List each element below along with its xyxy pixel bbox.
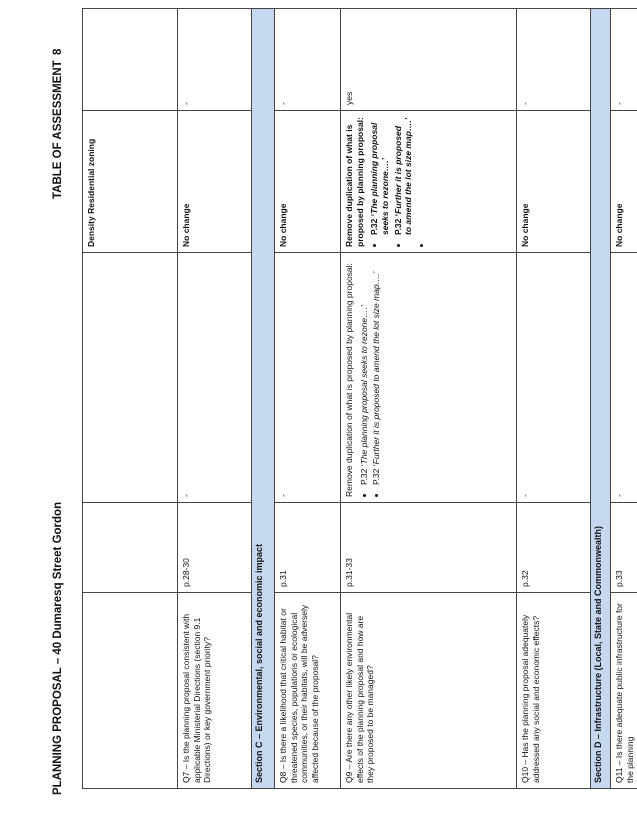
section-heading: Section C – Environmental, social and ec… — [251, 8, 275, 789]
list-item: P.32 ‘The planning proposal seeks to rez… — [369, 116, 390, 235]
change-cell: - — [177, 252, 252, 503]
section-heading: Section D – Infrastructure (Local, State… — [590, 8, 611, 789]
table-cell — [82, 8, 178, 111]
change-cell: - — [610, 252, 637, 503]
list-item: P.32 ‘The planning proposal seeks to rez… — [359, 258, 370, 485]
document-title: PLANNING PROPOSAL – 40 Dumaresq Street G… — [52, 501, 64, 795]
summary-list: P.32 ‘The planning proposal seeks to rez… — [369, 116, 426, 247]
table-row: Section C – Environmental, social and ec… — [251, 8, 275, 789]
table-row: Q10 – Has the planning proposal adequate… — [516, 8, 591, 789]
yes-cell: - — [610, 8, 637, 111]
table-row: Q8 – Is there a likelihood that critical… — [274, 8, 341, 789]
change-intro: Remove duplication of what is proposed b… — [344, 263, 354, 497]
page-cell: p.31-33 — [340, 502, 517, 593]
yes-cell: - — [516, 8, 591, 111]
change-cell: Remove duplication of what is proposed b… — [340, 252, 517, 503]
question-cell: Q7 – Is the planning proposal consistent… — [177, 592, 252, 789]
table-row: Q11 – Is there adequate public infrastru… — [610, 8, 637, 789]
question-cell: Q9 – Are there any other likely environm… — [340, 592, 517, 789]
table-cell — [82, 252, 178, 503]
page-cell: p.31 — [274, 502, 341, 593]
summary-cell: No change — [274, 110, 341, 253]
page-cell: p.28-30 — [177, 502, 252, 593]
page-cell: p.33 — [610, 502, 637, 593]
summary-cell: No change — [177, 110, 252, 253]
table-row: Section D – Infrastructure (Local, State… — [590, 8, 611, 789]
summary-cell: No change — [610, 110, 637, 253]
table-cell — [82, 502, 178, 593]
table-row: Q9 – Are there any other likely environm… — [340, 8, 517, 789]
table-row: Density Residential zoning — [82, 8, 178, 789]
list-item — [416, 116, 426, 235]
change-cell: - — [516, 252, 591, 503]
question-cell: Q11 – Is there adequate public infrastru… — [610, 592, 637, 789]
question-cell: Q10 – Has the planning proposal adequate… — [516, 592, 591, 789]
table-row: Q7 – Is the planning proposal consistent… — [177, 8, 252, 789]
summary-cell: Remove duplication of what is proposed b… — [340, 110, 517, 253]
question-cell: Q8 – Is there a likelihood that critical… — [274, 592, 341, 789]
page-cell: p.32 — [516, 502, 591, 593]
summary-cell: No change — [516, 110, 591, 253]
table-cell — [82, 592, 178, 789]
section-title: TABLE OF ASSESSMENT — [52, 60, 64, 199]
change-list: P.32 ‘The planning proposal seeks to rez… — [359, 258, 382, 497]
table-cell: Density Residential zoning — [82, 110, 178, 253]
list-item: P.32 ‘Further it is proposed to amend th… — [371, 258, 382, 485]
list-item: P.32 ‘Further it is proposed to amend th… — [393, 116, 414, 235]
change-cell: - — [274, 252, 341, 503]
assessment-table: Density Residential zoning Q7 – Is the p… — [82, 8, 637, 789]
yes-cell: yes — [340, 8, 517, 111]
page-number: 8 — [52, 48, 64, 55]
yes-cell: - — [274, 8, 341, 111]
summary-intro: Remove duplication of what is proposed b… — [344, 117, 365, 247]
yes-cell: - — [177, 8, 252, 111]
